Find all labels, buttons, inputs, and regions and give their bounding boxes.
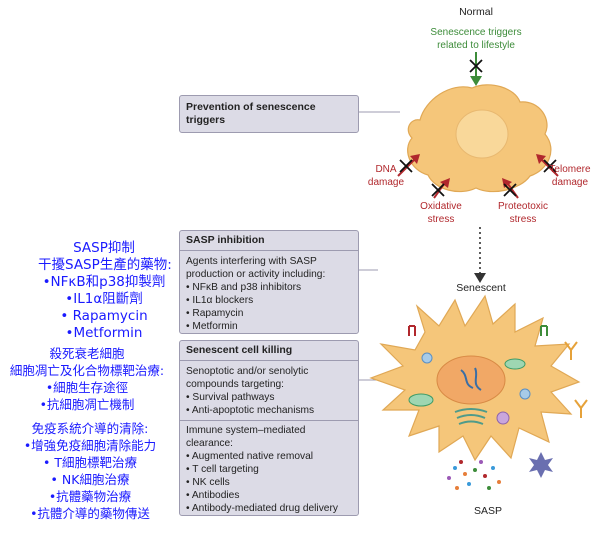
telomere-damage-label-line: Telomere xyxy=(549,164,591,175)
sasp-inhibition-item: • NFκB and p38 inhibitors xyxy=(186,282,302,293)
dna-damage-label-line: damage xyxy=(367,177,405,188)
normal-cell xyxy=(397,52,559,199)
dna-damage-arrow-icon xyxy=(397,154,420,177)
immune-annotation-title: 免疫系統介導的清除: xyxy=(31,421,149,436)
lifestyle-trigger-label: Senescence triggers related to lifestyle xyxy=(406,26,546,52)
killing-annotation-item: •抗細胞凋亡機制 xyxy=(39,397,135,412)
killing-box-title: Senescent cell killing xyxy=(180,341,358,361)
killing-box-divider xyxy=(180,420,358,421)
normal-cell-nucleus xyxy=(455,109,509,159)
killing-annotation: 殺死衰老細胞 細胞凋亡及化合物標靶治療: •細胞生存途徑 •抗細胞凋亡機制 xyxy=(6,345,168,413)
killing-annotation-item: •細胞生存途徑 xyxy=(45,380,129,395)
sasp-annotation: SASP抑制 干擾SASP生產的藥物: •NFκB和p38抑製劑 •IL1α阻斷… xyxy=(38,240,172,342)
oxidative-stress-label-line: stress xyxy=(427,214,455,225)
killing-annotation-title: 殺死衰老細胞 xyxy=(49,346,125,361)
killing-annotation-subtitle: 細胞凋亡及化合物標靶治療: xyxy=(9,363,165,378)
immune-annotation-item: •增強免疫細胞清除能力 xyxy=(23,438,157,453)
immune-cell-icon xyxy=(529,452,553,478)
telomere-damage-label-line: damage xyxy=(551,177,589,188)
oxidative-stress-label: Oxidative stress xyxy=(410,200,472,226)
oxidative-stress-arrow-icon xyxy=(431,178,450,199)
killing-box: Senescent cell killing Senoptotic and/or… xyxy=(179,340,359,516)
vesicle-icon xyxy=(519,388,531,400)
immune-annotation-item: •抗體藥物治療 xyxy=(48,489,132,504)
dna-damage-label-line: DNA xyxy=(375,164,397,175)
sasp-label: SASP xyxy=(473,505,502,517)
mitochondria-icon xyxy=(504,358,526,370)
sasp-annotation-title: SASP抑制 xyxy=(73,240,135,256)
killing-box-immune-item: • NK cells xyxy=(186,477,230,488)
sasp-annotation-item: •Metformin xyxy=(65,325,143,341)
transition-arrow-icon xyxy=(474,227,486,283)
killing-box-immune-intro: clearance: xyxy=(186,438,234,449)
killing-box-immune-item: • Antibodies xyxy=(186,490,240,501)
proteotoxic-stress-arrow-icon xyxy=(502,178,519,199)
proteotoxic-stress-label-line: Proteotoxic xyxy=(497,201,549,212)
killing-box-immune-intro: Immune system–mediated xyxy=(186,425,306,436)
senescent-cell-nucleus xyxy=(436,355,506,405)
sasp-inhibition-item: • Metformin xyxy=(186,321,238,332)
proteotoxic-stress-label: Proteotoxic stress xyxy=(488,200,558,226)
vesicle-icon xyxy=(496,411,510,425)
dna-damage-label: DNA damage xyxy=(360,163,412,189)
sasp-annotation-subtitle: 干擾SASP生產的藥物: xyxy=(38,257,172,273)
sasp-inhibition-item: • IL1α blockers xyxy=(186,295,254,306)
killing-box-immune-item: • Antibody-mediated drug delivery xyxy=(186,503,338,514)
golgi-icon xyxy=(454,408,488,425)
sasp-particles-icon xyxy=(447,460,501,490)
sasp-inhibition-title: SASP inhibition xyxy=(180,231,358,251)
lifestyle-arrow-icon xyxy=(469,52,483,86)
immune-annotation-item: • NK細胞治療 xyxy=(50,472,130,487)
immune-annotation: 免疫系統介導的清除: •增強免疫細胞清除能力 • T細胞標靶治療 • NK細胞治… xyxy=(16,420,164,522)
telomere-damage-arrow-icon xyxy=(536,154,559,177)
killing-box-item: • Survival pathways xyxy=(186,392,275,403)
killing-box-immune-item: • Augmented native removal xyxy=(186,451,314,462)
sasp-inhibition-body: Agents interfering with SASP production … xyxy=(180,251,358,337)
killing-box-intro: compounds targeting: xyxy=(186,379,284,390)
normal-label: Normal xyxy=(459,6,493,18)
immune-annotation-item: •抗體介導的藥物傳送 xyxy=(30,506,150,521)
killing-box-body: Senoptotic and/or senolytic compounds ta… xyxy=(180,361,358,519)
sasp-inhibition-intro: production or activity including: xyxy=(186,269,326,280)
sasp-annotation-item: • Rapamycin xyxy=(60,308,148,324)
immune-annotation-item: • T細胞標靶治療 xyxy=(43,455,137,470)
telomere-damage-label: Telomere damage xyxy=(542,163,598,189)
prevention-box: Prevention of senescence triggers xyxy=(179,95,359,133)
lifestyle-trigger-label-line: related to lifestyle xyxy=(437,40,515,51)
prevention-box-title: Prevention of senescence triggers xyxy=(186,101,316,126)
sasp-inhibition-item: • Rapamycin xyxy=(186,308,244,319)
killing-box-item: • Anti-apoptotic mechanisms xyxy=(186,405,315,416)
lifestyle-trigger-label-line: Senescence triggers xyxy=(430,27,522,38)
chromatin-icon xyxy=(460,367,482,391)
proteotoxic-stress-label-line: stress xyxy=(509,214,537,225)
sasp-inhibition-intro: Agents interfering with SASP xyxy=(186,256,317,267)
antibody-icon xyxy=(564,341,588,418)
sasp-annotation-item: •IL1α阻斷劑 xyxy=(65,291,143,307)
sasp-annotation-item: •NFκB和p38抑製劑 xyxy=(42,274,166,290)
senescent-label: Senescent xyxy=(456,282,506,294)
receptor-icon xyxy=(408,325,416,336)
killing-box-immune-item: • T cell targeting xyxy=(186,464,259,475)
vesicle-icon xyxy=(421,352,433,364)
killing-box-intro: Senoptotic and/or senolytic xyxy=(186,366,309,377)
senescent-cell xyxy=(369,294,588,490)
oxidative-stress-label-line: Oxidative xyxy=(420,201,462,212)
receptor-icon xyxy=(540,325,548,336)
mitochondria-icon xyxy=(408,393,434,407)
sasp-inhibition-box: SASP inhibition Agents interfering with … xyxy=(179,230,359,334)
